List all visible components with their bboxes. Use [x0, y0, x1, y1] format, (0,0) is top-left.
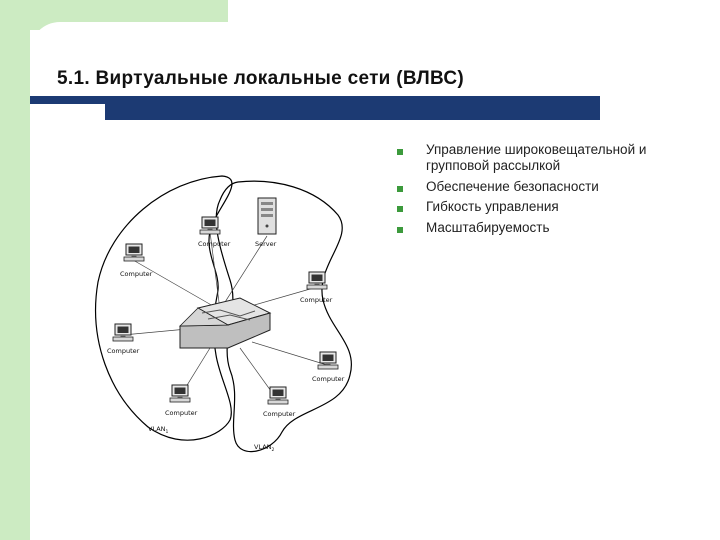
server-icon — [257, 197, 277, 235]
title-rule — [30, 96, 600, 120]
computer-icon — [199, 216, 221, 235]
bullet-text: Обеспечение безопасности — [426, 178, 599, 194]
slide-title: 5.1. Виртуальные локальные сети (ВЛВС) — [57, 68, 464, 89]
bullet-text: Гибкость управления — [426, 199, 559, 214]
node-label: Computer — [263, 410, 296, 418]
bullet-item: Обеспечение безопасности — [397, 179, 697, 195]
node-label: Computer — [300, 296, 333, 304]
computer-icon — [112, 323, 134, 342]
vlan-network-diagram: Computer Server Computer Computer Comput… — [94, 175, 352, 453]
node-label: Computer — [165, 409, 198, 417]
vlan-2-boundary — [215, 180, 352, 453]
bullet-marker-icon — [397, 206, 403, 212]
computer-icon — [123, 243, 145, 262]
node-label: Computer — [120, 270, 153, 278]
computer-icon — [317, 351, 339, 370]
bullet-marker-icon — [397, 226, 403, 233]
node-label: Server — [255, 240, 277, 248]
node-label: Computer — [198, 240, 231, 248]
decor-bar-left — [0, 0, 30, 540]
bullet-item: Гибкость управления — [397, 199, 697, 215]
bullet-list: Управление широковещательной и групповой… — [397, 142, 697, 240]
bullet-marker-icon — [397, 185, 403, 192]
bullet-item: Масштабируемость — [397, 220, 697, 236]
computer-icon — [169, 384, 191, 403]
vlan-1-boundary — [94, 175, 233, 441]
slide-corner — [30, 22, 230, 82]
computer-icon — [267, 386, 289, 405]
node-label: Computer — [312, 375, 345, 383]
bullet-text: Управление широковещательной и групповой… — [426, 142, 647, 173]
vlan-label: VLAN2 — [254, 443, 275, 453]
bullet-item: Управление широковещательной и групповой… — [397, 142, 697, 174]
bullet-marker-icon — [397, 149, 403, 155]
vlan-label: VLAN1 — [148, 425, 169, 435]
title-rule-gap — [30, 104, 105, 120]
node-label: Computer — [107, 347, 140, 355]
network-switch-icon — [179, 297, 272, 349]
computer-icon — [306, 271, 328, 290]
bullet-text: Масштабируемость — [426, 219, 550, 235]
